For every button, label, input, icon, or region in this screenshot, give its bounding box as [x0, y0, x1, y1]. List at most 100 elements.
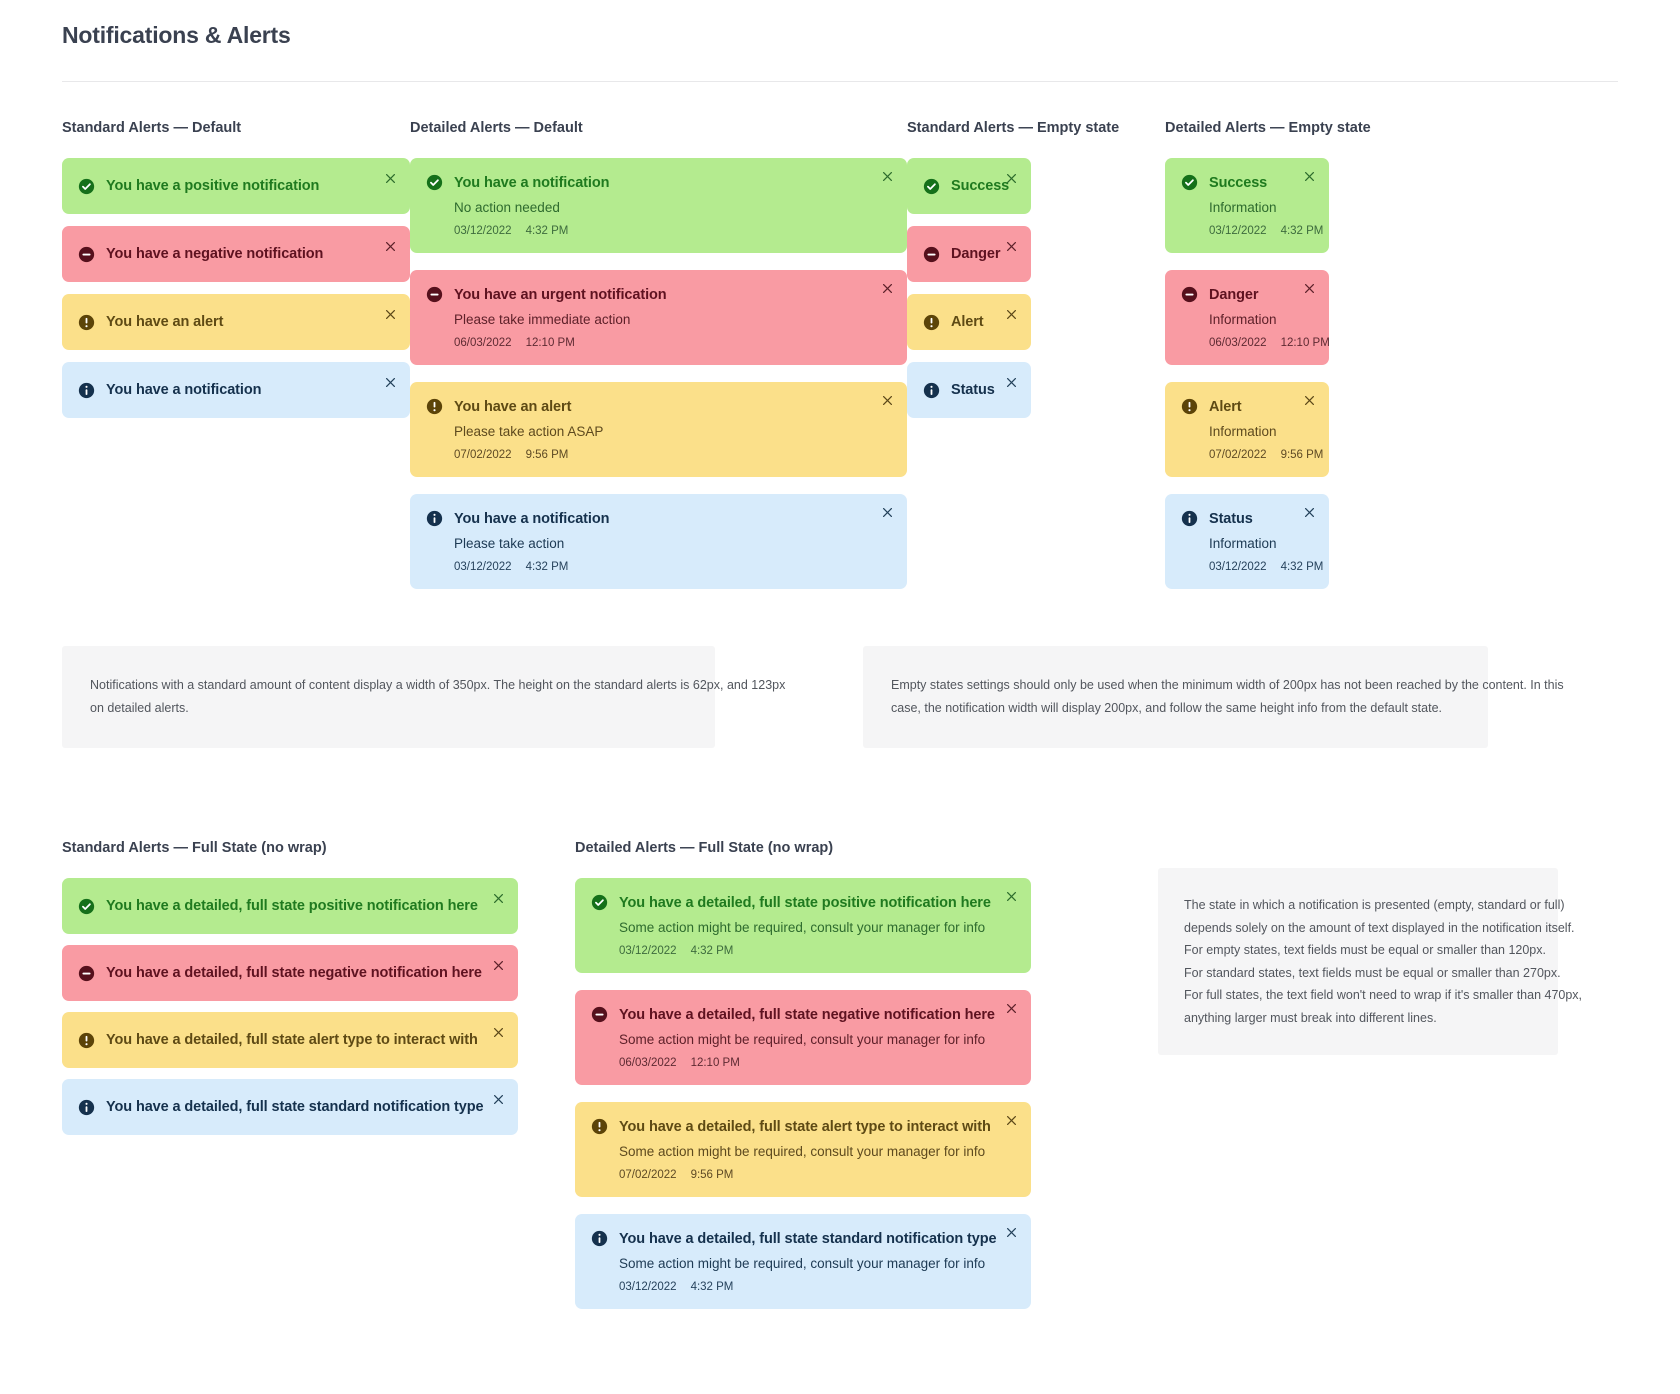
alert-date: 03/12/2022: [1209, 561, 1267, 573]
alert-title: You have a detailed, full state standard…: [106, 1099, 484, 1115]
column-detailed-default: Detailed Alerts — Default You have a not…: [410, 120, 907, 606]
close-icon[interactable]: [382, 306, 398, 322]
exclamation-circle-icon: [426, 398, 443, 415]
column-standard-full: Standard Alerts — Full State (no wrap) Y…: [62, 840, 575, 1146]
close-icon[interactable]: [1301, 280, 1317, 296]
alert-time: 4:32 PM: [525, 561, 569, 573]
alert-title: Danger: [951, 246, 1001, 262]
close-icon[interactable]: [879, 504, 895, 520]
close-icon[interactable]: [1301, 168, 1317, 184]
alert-body: Please take action ASAP: [454, 424, 604, 439]
column-standard-default: Standard Alerts — Default You have a pos…: [62, 120, 410, 430]
alert-date: 06/03/2022: [619, 1057, 677, 1069]
alert-content: You have a detailed, full state alert ty…: [78, 1032, 478, 1049]
minus-circle-icon: [591, 1006, 608, 1023]
alert-title: You have a notification: [454, 174, 610, 191]
alert-success: You have a detailed, full state positive…: [575, 878, 1031, 973]
alert-body: Information: [1209, 200, 1277, 215]
alert-body: Information: [1209, 312, 1277, 327]
check-circle-icon: [78, 178, 95, 195]
bottom-sections: Standard Alerts — Full State (no wrap) Y…: [0, 748, 1680, 1326]
alert-time: 4:32 PM: [1280, 225, 1324, 237]
alert-title: Alert: [951, 314, 984, 330]
note-line: anything larger must break into differen…: [1184, 1010, 1437, 1025]
alert-content: You have a positive notification: [78, 178, 319, 195]
note-line: Notifications with a standard amount of …: [90, 678, 786, 692]
section-heading-detailed-full: Detailed Alerts — Full State (no wrap): [575, 840, 834, 856]
alert-status: You have a notification: [62, 362, 410, 418]
alert-danger: Danger: [907, 226, 1031, 282]
note-line: The state in which a notification is pre…: [1184, 898, 1565, 912]
alert-title: Success: [1209, 174, 1268, 191]
alert-time: 9:56 PM: [1280, 449, 1324, 461]
close-icon[interactable]: [1003, 1224, 1019, 1240]
alert-time: 12:10 PM: [690, 1057, 740, 1069]
alert-title: You have a detailed, full state standard…: [619, 1230, 997, 1247]
alert-body: Information: [1209, 424, 1277, 439]
close-icon[interactable]: [382, 170, 398, 186]
alert-status: You have a detailed, full state standard…: [575, 1214, 1031, 1309]
minus-circle-icon: [923, 246, 940, 263]
alert-time: 4:32 PM: [690, 1281, 734, 1293]
check-circle-icon: [1181, 174, 1198, 191]
alert-body: Some action might be required, consult y…: [619, 920, 986, 935]
close-icon[interactable]: [1003, 170, 1019, 186]
exclamation-circle-icon: [923, 314, 940, 331]
alert-title: You have a detailed, full state negative…: [106, 965, 482, 981]
close-icon[interactable]: [879, 168, 895, 184]
alert-body: Some action might be required, consult y…: [619, 1256, 986, 1271]
alert-date: 03/12/2022: [454, 561, 512, 573]
close-icon[interactable]: [879, 280, 895, 296]
alert-date: 06/03/2022: [454, 337, 512, 349]
detailed-full-list: You have a detailed, full state positive…: [575, 878, 1158, 1309]
alert-time: 4:32 PM: [690, 945, 734, 957]
close-icon[interactable]: [879, 392, 895, 408]
alert-body: Please take action: [454, 536, 565, 551]
alert-header: Status: [1181, 510, 1253, 527]
close-icon[interactable]: [1003, 306, 1019, 322]
alert-content: You have an alert: [78, 314, 223, 331]
close-icon[interactable]: [1301, 392, 1317, 408]
close-icon[interactable]: [490, 890, 506, 906]
close-icon[interactable]: [490, 1024, 506, 1040]
alert-content: You have a detailed, full state standard…: [78, 1099, 484, 1116]
alert-meta: 03/12/2022 4:32 PM: [454, 561, 568, 573]
close-icon[interactable]: [1003, 888, 1019, 904]
close-icon[interactable]: [1003, 374, 1019, 390]
close-icon[interactable]: [1003, 238, 1019, 254]
close-icon[interactable]: [490, 957, 506, 973]
close-icon[interactable]: [382, 238, 398, 254]
alert-content: Alert: [923, 314, 984, 331]
alert-danger: You have a negative notification: [62, 226, 410, 282]
close-icon[interactable]: [1003, 1000, 1019, 1016]
info-circle-icon: [426, 510, 443, 527]
alert-header: You have a notification: [426, 174, 609, 191]
detailed-default-list: You have a notification No action needed 0…: [410, 158, 907, 589]
note-line: Empty states settings should only be use…: [891, 678, 1564, 692]
close-icon[interactable]: [1301, 504, 1317, 520]
close-icon[interactable]: [1003, 1112, 1019, 1128]
close-icon[interactable]: [490, 1091, 506, 1107]
alert-time: 4:32 PM: [525, 225, 569, 237]
alert-body: No action needed: [454, 200, 560, 215]
info-circle-icon: [591, 1230, 608, 1247]
section-heading-detailed-empty: Detailed Alerts — Empty state: [1165, 120, 1371, 136]
exclamation-circle-icon: [78, 1032, 95, 1049]
info-circle-icon: [923, 382, 940, 399]
column-detailed-full: Detailed Alerts — Full State (no wrap) Y…: [575, 840, 1158, 1326]
alert-date: 07/02/2022: [619, 1169, 677, 1181]
alert-header: You have a detailed, full state standard…: [591, 1230, 997, 1247]
check-circle-icon: [923, 178, 940, 195]
check-circle-icon: [591, 894, 608, 911]
close-icon[interactable]: [382, 374, 398, 390]
alert-title: Status: [951, 382, 995, 398]
